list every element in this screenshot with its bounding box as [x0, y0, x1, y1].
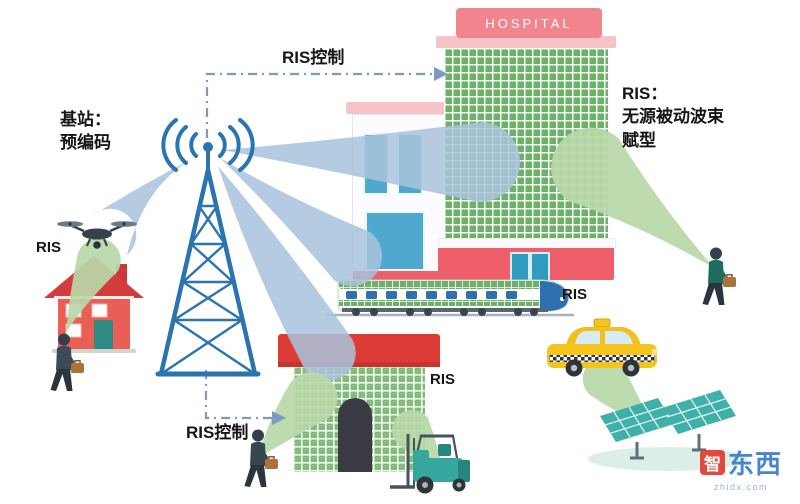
beam-to-building	[218, 166, 356, 381]
arrowhead-bottom	[272, 411, 286, 425]
taxi-icon	[547, 318, 657, 377]
forklift-icon	[390, 434, 470, 494]
ris-control-links	[204, 72, 434, 420]
ris-building-door	[338, 398, 372, 472]
hospital-left-base	[353, 271, 445, 281]
arrowhead-top	[434, 67, 448, 81]
pedestrian-right	[701, 246, 737, 306]
control-arrow-top	[205, 72, 434, 138]
train-icon	[326, 279, 574, 317]
drone-icon	[57, 221, 137, 249]
arrowheads	[272, 67, 448, 425]
hospital-left-roof	[346, 102, 450, 114]
hospital-roof-slab	[436, 36, 616, 48]
beam-building-to-forklift	[391, 409, 444, 474]
beam-to-hospital	[222, 122, 521, 203]
hospital-sign: HOSPITAL	[456, 8, 602, 38]
radio-waves-icon	[161, 118, 255, 172]
cell-tower-icon	[155, 118, 261, 377]
beam-building-to-person	[258, 372, 338, 458]
beam-drone-to-person	[66, 238, 121, 332]
hospital-base-band	[438, 248, 614, 284]
beam-to-drone	[93, 154, 202, 255]
beam-hospital-to-person	[551, 127, 714, 268]
beam-to-train	[220, 158, 382, 287]
base-station-beams	[93, 122, 521, 381]
control-arrow-bottom	[204, 370, 272, 420]
